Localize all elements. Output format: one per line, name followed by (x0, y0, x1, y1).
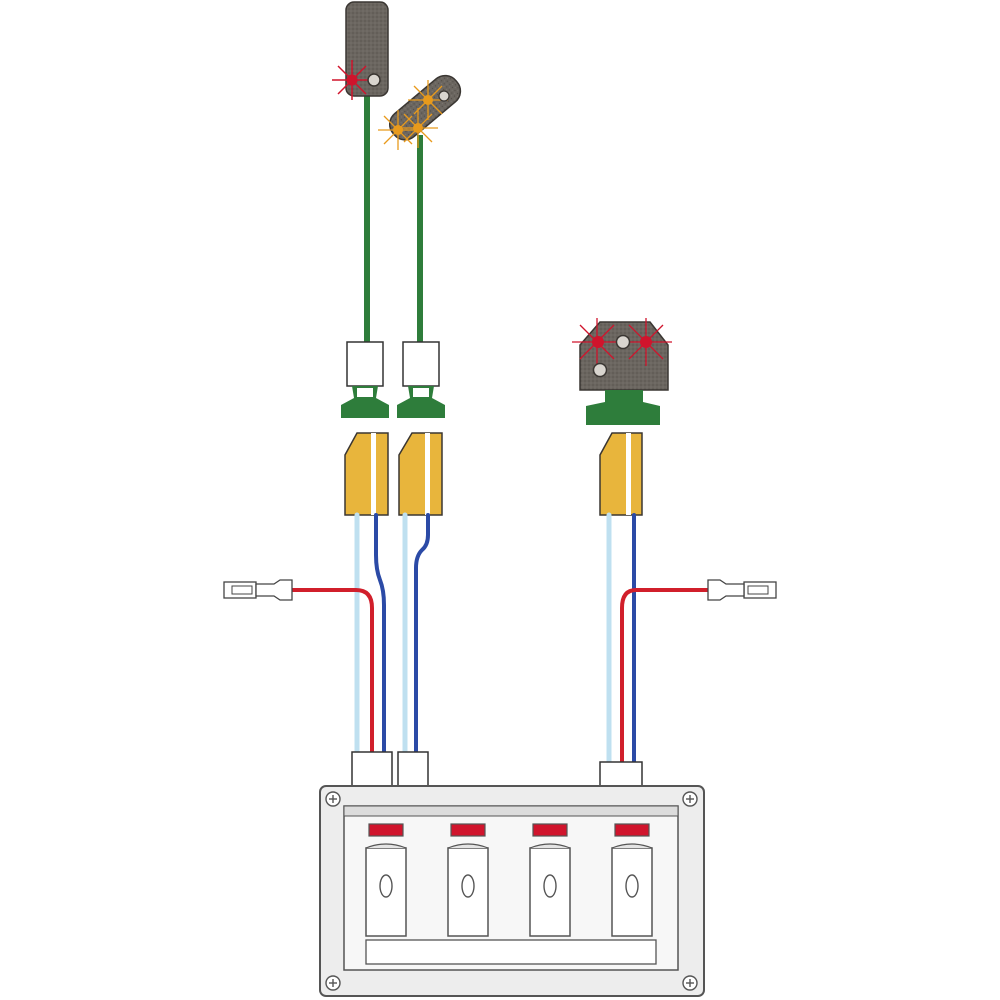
wire-blue-2 (414, 513, 430, 754)
signal-3-lamp-red-left (592, 336, 604, 348)
wires (290, 512, 714, 765)
toggle-switch-3[interactable] (529, 843, 571, 937)
signal-2-lamp-off (438, 90, 450, 102)
signal-2-lamp-3 (423, 95, 433, 105)
indicator-light-2 (450, 823, 486, 837)
panel-plug-1 (351, 751, 393, 787)
panel-plug-2 (397, 751, 429, 787)
screw-icon (325, 791, 341, 807)
signal-3-assembly (572, 318, 672, 425)
indicator-light-4 (614, 823, 650, 837)
signal-1-socket (346, 341, 384, 387)
signal-1-mast (364, 95, 370, 345)
panel-plug-3 (599, 761, 643, 789)
signal-2-lamp-2 (413, 123, 423, 133)
spade-terminal-right (707, 579, 777, 601)
connector-1 (344, 432, 389, 516)
signal-1-lamp-red (346, 74, 358, 86)
connector-2 (398, 432, 443, 516)
connector-3 (599, 432, 643, 516)
signal-3-lamp-off-lower (592, 362, 608, 378)
signal-3-head (579, 321, 669, 391)
indicator-light-3 (532, 823, 568, 837)
signal-1-assembly (332, 1, 389, 418)
signal-3-lamp-off-center (615, 334, 631, 350)
control-panel-label-strip (365, 939, 657, 965)
signal-3-base (586, 390, 660, 425)
signal-2-base (397, 386, 445, 418)
signal-1-lamp-off (367, 73, 381, 87)
wire-blue-1 (374, 513, 386, 754)
control-panel (319, 785, 705, 997)
screw-icon (682, 791, 698, 807)
toggle-switch-4[interactable] (611, 843, 653, 937)
signal-2-socket (402, 341, 440, 387)
screw-icon (682, 975, 698, 991)
wire-red-2 (620, 588, 714, 764)
signal-2-lamp-1 (393, 125, 403, 135)
signal-2-assembly (378, 74, 462, 418)
indicator-light-1 (368, 823, 404, 837)
signal-3-lamp-red-right (640, 336, 652, 348)
toggle-switch-2[interactable] (447, 843, 489, 937)
signal-2-mast (417, 135, 423, 345)
spade-terminal-left (223, 579, 293, 601)
signal-1-base (341, 386, 389, 418)
wire-red-1 (290, 588, 374, 754)
screw-icon (325, 975, 341, 991)
toggle-switch-1[interactable] (365, 843, 407, 937)
signal-1-head (345, 1, 389, 97)
